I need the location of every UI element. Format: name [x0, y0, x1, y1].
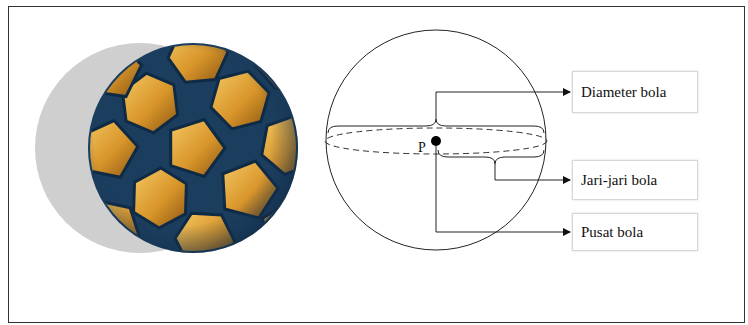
leader-line — [495, 164, 570, 180]
label-text: Pusat bola — [581, 224, 643, 241]
ball-shading — [88, 43, 298, 253]
label-text: Diameter bola — [581, 84, 666, 101]
point-label: P — [418, 140, 426, 156]
diameter-brace — [328, 119, 544, 133]
leader-line — [436, 146, 570, 232]
radius-brace — [438, 150, 544, 164]
label-box: Diameter bola — [572, 71, 698, 113]
soccer-ball — [88, 43, 298, 253]
center-dot — [431, 136, 441, 146]
label-box: Jari-jari bola — [572, 160, 698, 200]
label-box: Pusat bola — [572, 213, 698, 251]
label-text: Jari-jari bola — [581, 172, 657, 189]
ball-patches — [81, 28, 320, 267]
leader-line — [436, 92, 570, 119]
